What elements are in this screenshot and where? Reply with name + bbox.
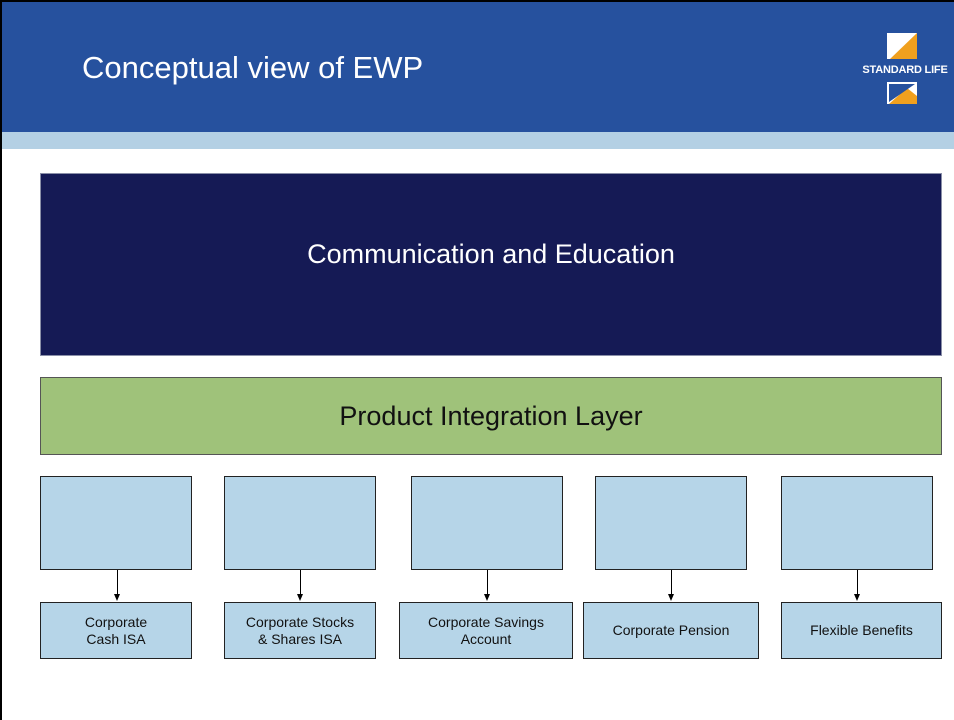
arrow-down-icon xyxy=(484,594,490,601)
product-integration-layer-box: Product Integration Layer xyxy=(40,377,942,455)
communication-education-box: Communication and Education xyxy=(40,173,942,356)
product-box-corporate-savings-account: Corporate Savings Account xyxy=(399,602,573,659)
connector-line-1 xyxy=(117,570,118,594)
product-column-box-5 xyxy=(781,476,933,570)
arrow-down-icon xyxy=(297,594,303,601)
connector-line-5 xyxy=(857,570,858,594)
product-box-corporate-stocks-shares-isa: Corporate Stocks & Shares ISA xyxy=(224,602,376,659)
product-integration-layer-label: Product Integration Layer xyxy=(339,400,643,431)
slide-header: Conceptual view of EWP STANDARD LIFE xyxy=(2,2,954,132)
connector-line-4 xyxy=(671,570,672,594)
product-box-corporate-pension: Corporate Pension xyxy=(583,602,759,659)
standard-life-logo: STANDARD LIFE xyxy=(860,30,950,110)
product-column-box-4 xyxy=(595,476,747,570)
arrow-down-icon xyxy=(854,594,860,601)
arrow-down-icon xyxy=(114,594,120,601)
header-divider-strip xyxy=(2,132,954,149)
communication-education-label: Communication and Education xyxy=(307,239,675,269)
connector-line-3 xyxy=(487,570,488,594)
logo-flag-icon xyxy=(887,33,917,104)
arrow-down-icon xyxy=(668,594,674,601)
connector-line-2 xyxy=(300,570,301,594)
logo-text: STANDARD LIFE xyxy=(862,64,948,76)
product-box-corporate-cash-isa: Corporate Cash ISA xyxy=(40,602,192,659)
product-box-flexible-benefits: Flexible Benefits xyxy=(781,602,942,659)
product-column-box-1 xyxy=(40,476,192,570)
product-column-box-2 xyxy=(224,476,376,570)
slide-title: Conceptual view of EWP xyxy=(82,50,424,85)
product-column-box-3 xyxy=(411,476,563,570)
